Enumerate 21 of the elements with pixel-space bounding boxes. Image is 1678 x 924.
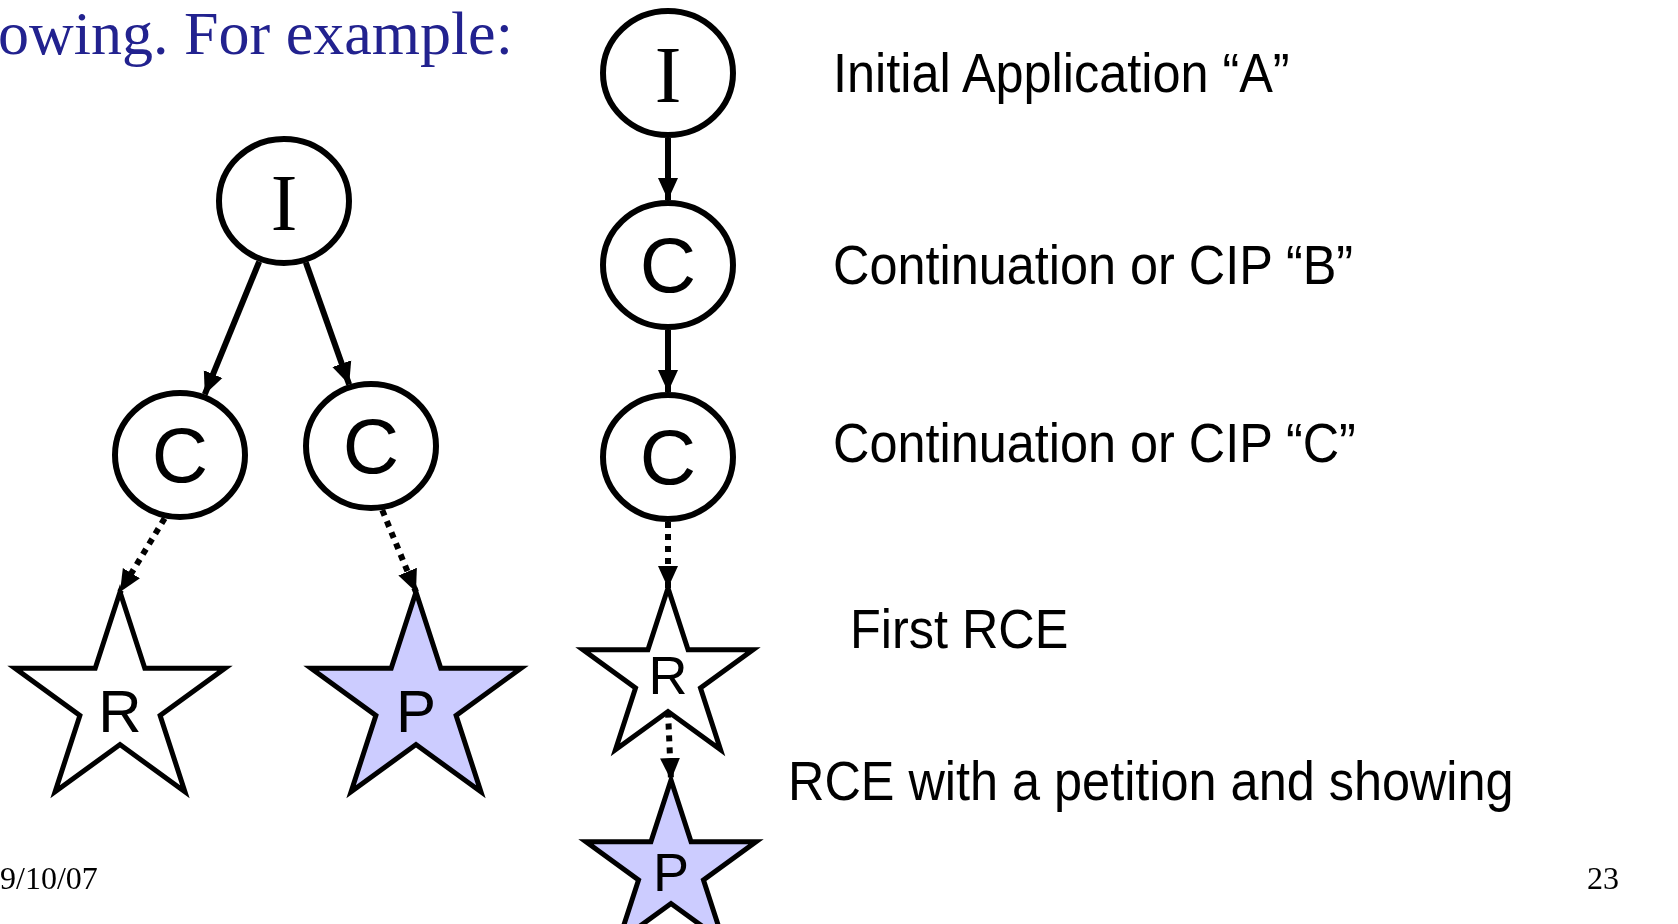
page-number: 23 xyxy=(1587,862,1619,894)
node-letter: I xyxy=(654,35,682,115)
node-letter: C xyxy=(342,407,400,485)
node-letter: I xyxy=(270,163,298,243)
arrow xyxy=(202,260,262,396)
node-letter: C xyxy=(639,226,697,304)
node-letter: C xyxy=(639,418,697,496)
description-text: Continuation or CIP “B” xyxy=(833,237,1354,293)
node-letter: P xyxy=(653,844,689,899)
date-text: 9/10/07 xyxy=(0,862,98,894)
node-letter: P xyxy=(396,681,436,742)
node-letter: R xyxy=(98,681,142,742)
node-letter: C xyxy=(151,416,209,494)
arrow xyxy=(379,508,419,594)
description-text: First RCE xyxy=(850,600,1069,657)
arrow xyxy=(658,138,678,200)
arrow xyxy=(658,522,678,588)
node-letter: R xyxy=(648,647,688,702)
arrow xyxy=(658,330,678,392)
description-text: Continuation or CIP “C” xyxy=(833,415,1356,471)
arrow xyxy=(303,261,352,386)
